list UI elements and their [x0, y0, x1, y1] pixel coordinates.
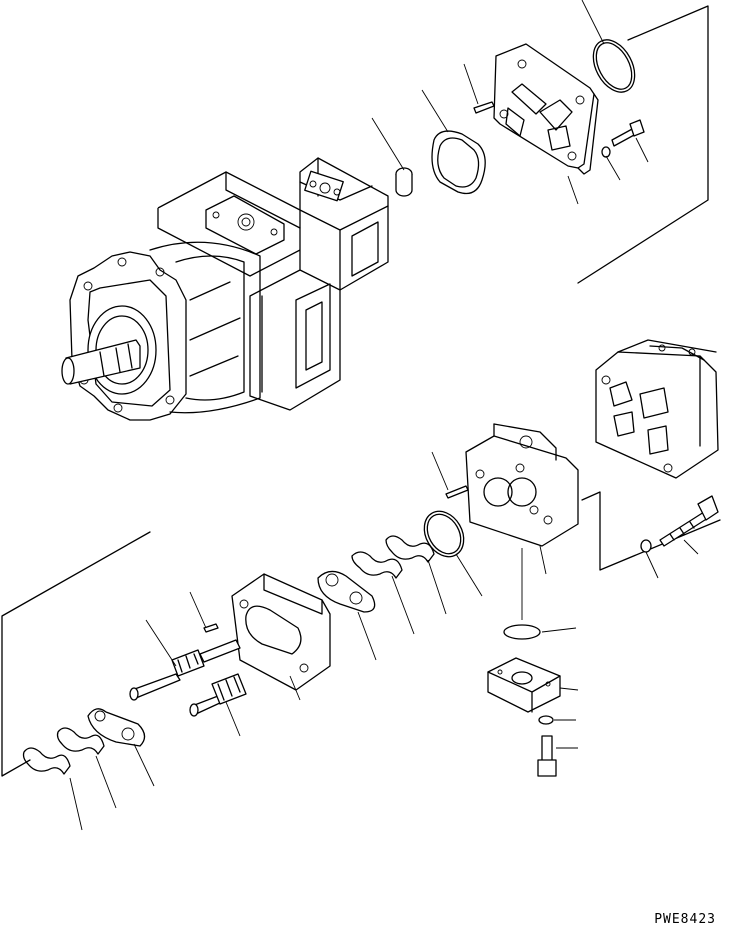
wear-plate-lower — [88, 709, 145, 746]
group-bracket-right — [582, 492, 720, 570]
seal-ring-mid — [416, 504, 471, 564]
flange-washer — [539, 716, 553, 724]
backup-ring-a — [352, 552, 402, 578]
gear-housing — [232, 574, 330, 690]
dowel-pin-top — [474, 102, 494, 113]
dowel-pin-gear — [204, 624, 218, 632]
main-pump-assembly — [62, 158, 388, 420]
dowel-pin-mid — [446, 486, 468, 498]
cover-bolt — [612, 120, 644, 146]
backup-ring-b — [386, 536, 434, 562]
port-flange — [488, 658, 560, 712]
rear-pump-body — [596, 340, 718, 478]
cover-washer — [602, 147, 610, 157]
thrust-plate — [318, 571, 375, 612]
bolt-washer — [641, 540, 651, 552]
o-ring-top — [585, 33, 643, 99]
driven-gear-shaft — [190, 674, 246, 716]
port-o-ring — [504, 625, 540, 639]
backup-ring-lower-b — [24, 748, 71, 774]
flange-bolt — [538, 736, 556, 776]
seal-gasket-top — [432, 131, 485, 193]
pump-section-body — [466, 424, 578, 546]
leader-lines — [70, 0, 698, 830]
drive-gear-shaft — [130, 640, 240, 700]
bushing-sleeve — [396, 168, 412, 196]
group-bracket-left — [2, 532, 150, 776]
backup-ring-lower-a — [58, 728, 105, 754]
cover-plate — [494, 44, 598, 174]
long-bolt — [660, 496, 718, 546]
drawing-code: PWE8423 — [654, 912, 716, 927]
group-bracket-top — [578, 6, 708, 283]
